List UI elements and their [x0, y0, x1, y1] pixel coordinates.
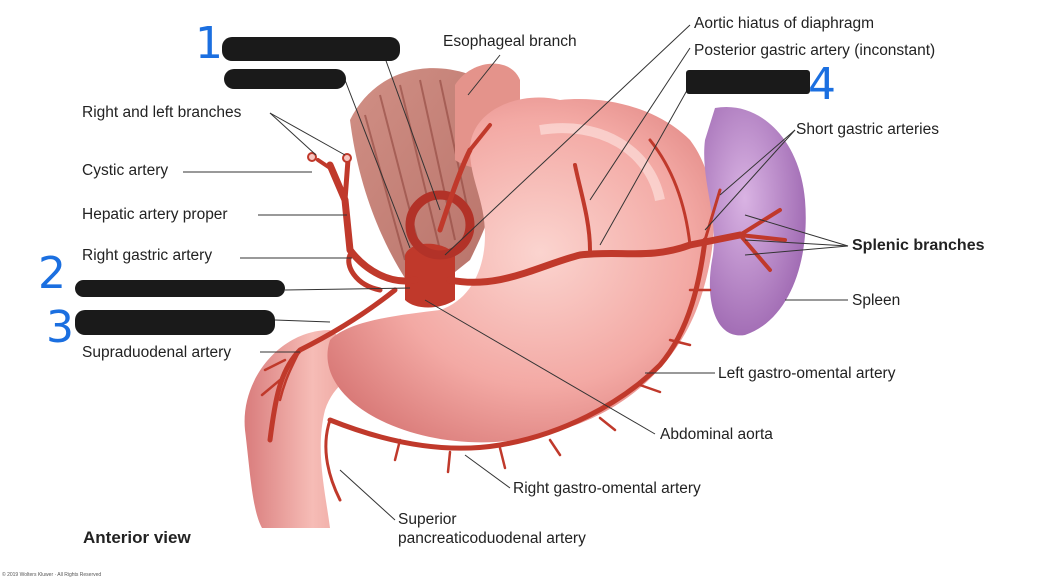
stomach [327, 97, 714, 443]
label-hepatic-proper: Hepatic artery proper [82, 206, 228, 223]
redacted-label-4 [686, 70, 810, 94]
label-right-gastro-omental: Right gastro-omental artery [513, 480, 701, 497]
label-spleen: Spleen [852, 292, 901, 309]
handwritten-mark-3: 3 [46, 302, 74, 353]
label-splenic-branches: Splenic branches [852, 237, 985, 254]
label-aortic-hiatus: Aortic hiatus of diaphragm [694, 15, 875, 32]
handwritten-mark-4: 4 [808, 59, 836, 110]
redacted-label-1b [224, 69, 346, 89]
copyright-notice: © 2019 Wolters Kluwer · All Rights Reser… [2, 572, 102, 578]
label-supraduodenal: Supraduodenal artery [82, 344, 232, 361]
label-esophageal-branch: Esophageal branch [443, 33, 577, 50]
abdominal-aorta [405, 243, 455, 308]
handwritten-mark-2: 2 [38, 248, 66, 299]
handwritten-mark-1: 1 [195, 18, 223, 69]
redacted-label-1a [222, 37, 400, 61]
label-cystic-artery: Cystic artery [82, 162, 169, 179]
label-anterior-view: Anterior view [83, 528, 191, 547]
label-right-left-branches: Right and left branches [82, 104, 242, 121]
label-left-gastro-omental: Left gastro-omental artery [718, 365, 896, 382]
label-superior-pancreaticoduodenal-line2: pancreaticoduodenal artery [398, 530, 586, 547]
spleen [704, 106, 806, 336]
label-superior-pancreaticoduodenal-line1: Superior [398, 511, 457, 528]
label-posterior-gastric: Posterior gastric artery (inconstant) [694, 42, 936, 59]
label-right-gastric: Right gastric artery [82, 247, 213, 264]
redacted-label-2 [75, 280, 285, 297]
label-abdominal-aorta: Abdominal aorta [660, 426, 773, 443]
redacted-label-3 [75, 310, 275, 335]
label-short-gastric: Short gastric arteries [796, 121, 939, 138]
